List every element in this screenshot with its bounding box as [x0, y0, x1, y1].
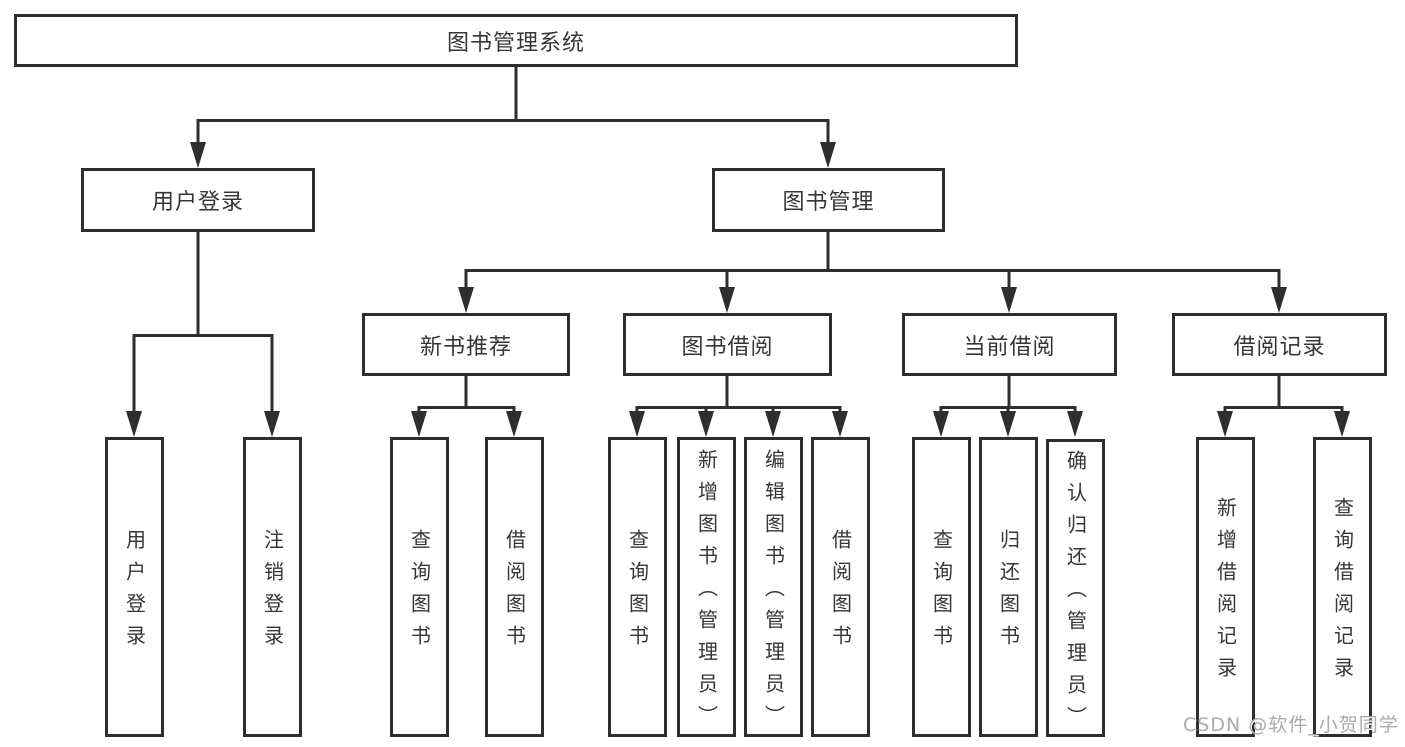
- node-book-management-label: 图书管理: [782, 190, 875, 215]
- node-user-login: 用户登录: [81, 168, 315, 232]
- node-new-book-recommend-label: 新书推荐: [419, 334, 512, 360]
- leaf-user-login-label: 用户登录: [122, 529, 147, 657]
- leaf-query-borrow-record-label: 查询借阅记录: [1330, 497, 1355, 689]
- leaf-newbook-query-label: 查询图书: [407, 529, 432, 657]
- leaf-return-book-label: 归还图书: [996, 529, 1021, 657]
- node-root-label: 图书管理系统: [446, 30, 585, 56]
- node-book-borrow-label: 图书借阅: [681, 334, 774, 360]
- leaf-newbook-borrow-label: 借阅图书: [502, 529, 527, 657]
- leaf-current-query: 查询图书: [912, 437, 971, 737]
- leaf-borrow-query: 查询图书: [608, 437, 667, 737]
- leaf-borrow-book-label: 借阅图书: [828, 529, 853, 657]
- leaf-logout: 注销登录: [243, 437, 302, 737]
- leaf-borrow-query-label: 查询图书: [625, 529, 650, 657]
- node-book-management: 图书管理: [712, 168, 945, 232]
- leaf-user-login: 用户登录: [105, 437, 164, 737]
- node-current-borrow-label: 当前借阅: [963, 334, 1056, 360]
- leaf-confirm-return-admin: 确认归还（管理员）: [1046, 439, 1105, 738]
- leaf-query-borrow-record: 查询借阅记录: [1313, 437, 1372, 737]
- node-new-book-recommend: 新书推荐: [362, 313, 570, 376]
- node-current-borrow: 当前借阅: [902, 313, 1117, 376]
- node-borrow-record: 借阅记录: [1172, 313, 1387, 376]
- leaf-borrow-edit-book-admin-label: 编辑图书（管理员）: [761, 449, 786, 737]
- node-root-library-system: 图书管理系统: [14, 14, 1018, 67]
- leaf-borrow-add-book-admin: 新增图书（管理员）: [677, 437, 736, 737]
- leaf-add-borrow-record-label: 新增借阅记录: [1213, 497, 1238, 689]
- leaf-borrow-edit-book-admin: 编辑图书（管理员）: [744, 437, 803, 737]
- node-borrow-record-label: 借阅记录: [1233, 334, 1326, 360]
- leaf-current-query-label: 查询图书: [929, 529, 954, 657]
- leaf-newbook-query: 查询图书: [390, 437, 449, 737]
- leaf-borrow-book: 借阅图书: [811, 437, 870, 737]
- leaf-return-book: 归还图书: [979, 437, 1038, 737]
- leaf-add-borrow-record: 新增借阅记录: [1196, 437, 1255, 737]
- node-book-borrow: 图书借阅: [623, 313, 832, 376]
- leaf-borrow-add-book-admin-label: 新增图书（管理员）: [694, 449, 719, 737]
- leaf-logout-label: 注销登录: [260, 529, 285, 657]
- csdn-watermark: CSDN @软件_小贺同学: [1183, 714, 1399, 736]
- leaf-newbook-borrow: 借阅图书: [485, 437, 544, 737]
- node-user-login-label: 用户登录: [151, 190, 244, 215]
- leaf-confirm-return-admin-label: 确认归还（管理员）: [1063, 450, 1088, 738]
